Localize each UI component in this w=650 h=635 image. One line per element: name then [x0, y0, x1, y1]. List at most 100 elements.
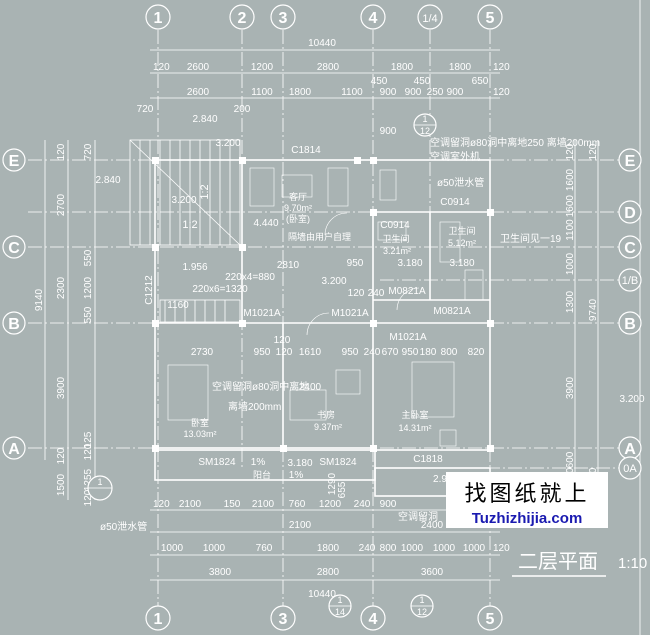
right-dimensions: 9740 1600 1600 1100 1000 1300 3900 600 1… — [565, 140, 599, 484]
dim-label: 900 — [380, 87, 397, 98]
dim-label: 1300 — [565, 290, 576, 313]
opening-label: C1814 — [291, 145, 321, 156]
note-text: 空调留洞 — [398, 510, 438, 523]
dim-label: 250 — [427, 87, 444, 98]
axis-top-label: 1/4 — [422, 13, 437, 25]
dim-label: 2.840 — [192, 114, 217, 125]
dim-label: 2700 — [56, 193, 67, 216]
dim-label: 1100 — [251, 87, 273, 98]
right-axis-bubbles: E D C 1/B B A 0A — [618, 148, 642, 480]
dim-label: 655 — [337, 481, 348, 498]
room-name: 书房 — [317, 409, 335, 420]
dim-label: 1800 — [391, 62, 414, 73]
room-name: 卫生间 — [448, 225, 475, 236]
dim-label: 900 — [380, 499, 397, 510]
dim-bottom-total: 10440 — [308, 589, 336, 600]
dim-label: 820 — [468, 347, 485, 358]
dim-label: 1% — [289, 470, 304, 481]
dim-label: 950 — [347, 258, 364, 269]
dim-label: 1200 — [83, 276, 94, 299]
dim-label: 2300 — [56, 276, 67, 299]
axis-bottom-label: 4 — [369, 611, 378, 628]
dim-label: 120 — [153, 62, 170, 73]
dim-label: 650 — [472, 76, 489, 87]
note-text: 离墙200mm — [228, 400, 281, 413]
opening-label: C1212 — [144, 275, 155, 305]
dim-label: 2600 — [187, 87, 210, 98]
opening-label: M0821A — [433, 306, 471, 317]
dim-label: 240 — [354, 499, 371, 510]
room-labels: 客厅 (卧室) 9.70m² 卧室 13.03m² 书房 9.37m² 主卧室 … — [183, 191, 476, 480]
room-name: 主卧室 — [401, 409, 428, 420]
axis-bottom-label: 3 — [279, 611, 288, 628]
axis-left-label: C — [8, 240, 20, 257]
axis-top-label: 1 — [154, 10, 163, 27]
dim-label: 1:2 — [199, 184, 211, 199]
axis-right-label: A — [624, 441, 636, 458]
note-text: 卫生间见一19 — [500, 232, 562, 245]
watermark-cn: 找图纸就上 — [464, 482, 590, 507]
dim-label: 2800 — [317, 567, 340, 578]
detail-mark-den: 12 — [417, 607, 427, 617]
dim-label: 120 — [276, 347, 293, 358]
axis-right-label: E — [625, 153, 636, 170]
room-area: 9.70m² — [284, 203, 312, 213]
dim-label: 180 — [420, 347, 437, 358]
dim-right-total: 9740 — [588, 298, 599, 321]
dim-label: 240 — [368, 288, 385, 299]
room-area: 3.21m² — [383, 246, 411, 256]
axis-top-label: 5 — [486, 10, 495, 27]
dim-label: 1000 — [433, 543, 456, 554]
note-text: 空调留洞ø80洞中离地 — [212, 380, 309, 393]
dim-label: 950 — [402, 347, 419, 358]
drawing-scale: 1:10 — [618, 555, 647, 572]
note-text: 空调留洞ø80洞中离地250 离墙200mm — [430, 136, 600, 149]
dim-label: 450 — [414, 76, 431, 87]
dim-label: 3.180 — [287, 458, 312, 469]
note-text: 隔墙由用户自理 — [288, 231, 351, 242]
opening-label: C1818 — [413, 454, 443, 465]
dim-label: 1% — [251, 457, 266, 468]
dim-label: 900 — [447, 87, 464, 98]
dim-label: 120 — [565, 143, 576, 160]
dim-label: 1800 — [317, 543, 340, 554]
left-dimensions: 9140 2700 2300 3900 1500 120 120 120 720… — [34, 140, 96, 506]
dim-label: 120 — [588, 143, 599, 160]
dim-label: 3900 — [56, 376, 67, 399]
walls — [154, 159, 491, 497]
dim-label: 1200 — [319, 499, 342, 510]
dim-label: 3.200 — [321, 276, 346, 287]
dim-label: 120 — [56, 143, 67, 160]
dim-label: 720 — [137, 104, 154, 115]
dim-label: 1800 — [449, 62, 472, 73]
axis-left-label: A — [8, 441, 20, 458]
axis-bottom-label: 5 — [486, 611, 495, 628]
dim-label: 1000 — [401, 543, 424, 554]
dim-label: 760 — [256, 543, 273, 554]
dim-label: 550 — [83, 249, 94, 266]
dim-label: 2400 — [421, 520, 444, 531]
dim-label: 240 — [364, 347, 381, 358]
dim-label: 120 — [153, 499, 170, 510]
dim-label: 2.840 — [95, 175, 120, 186]
left-axis-bubbles: E C B A — [2, 148, 26, 460]
dim-label: 1160 — [167, 300, 189, 311]
columns — [152, 157, 494, 452]
watermark-badge: 找图纸就上 Tuzhizhijia.com — [446, 472, 608, 528]
opening-label: M1021A — [389, 332, 427, 343]
dim-label: 4.440 — [253, 218, 278, 229]
dim-label: 2810 — [277, 260, 300, 271]
detail-mark-num: 1 — [422, 114, 427, 124]
note-text: 空调室外机 — [430, 150, 480, 163]
dim-label: 600 — [565, 451, 576, 468]
inner-dimensions: 2730 950 120 1610 950 240 670 950 180 80… — [95, 104, 644, 498]
room-name: 客厅 — [289, 191, 307, 202]
dim-label: 720 — [83, 143, 94, 160]
room-name: 阳台 — [253, 469, 271, 480]
dim-label: 2100 — [252, 499, 275, 510]
opening-label: SM1824 — [198, 457, 236, 468]
note-text: ø50泄水管 — [100, 520, 147, 533]
notes: 空调留洞ø80洞中离地250 离墙200mm 空调室外机 ø50泄水管 空调留洞… — [100, 136, 600, 533]
dim-label: 2.9 — [433, 474, 447, 485]
